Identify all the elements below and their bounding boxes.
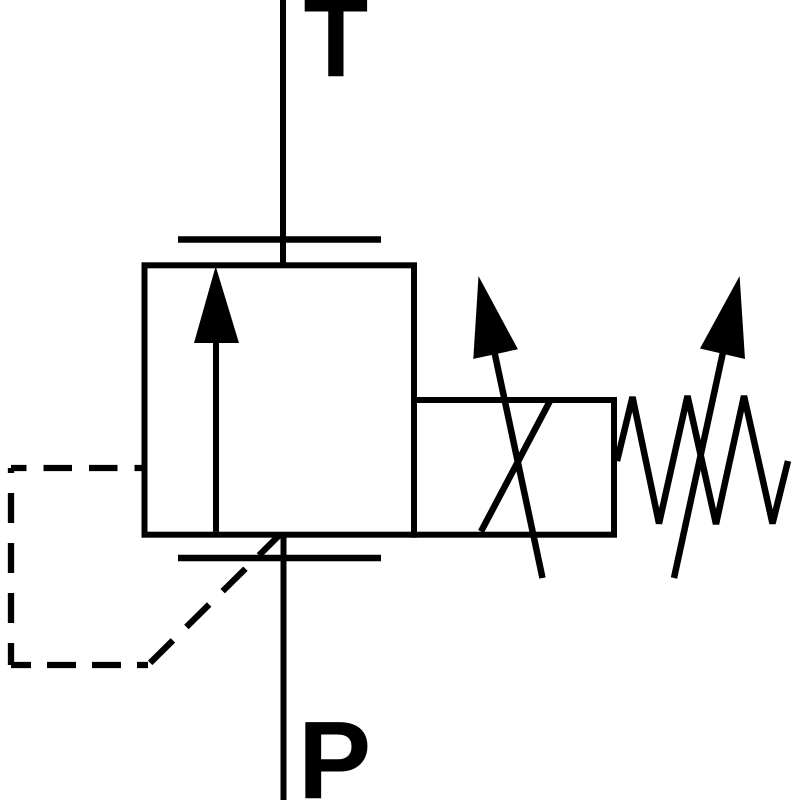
svg-text:P: P — [298, 699, 371, 800]
svg-text:T: T — [304, 0, 369, 101]
